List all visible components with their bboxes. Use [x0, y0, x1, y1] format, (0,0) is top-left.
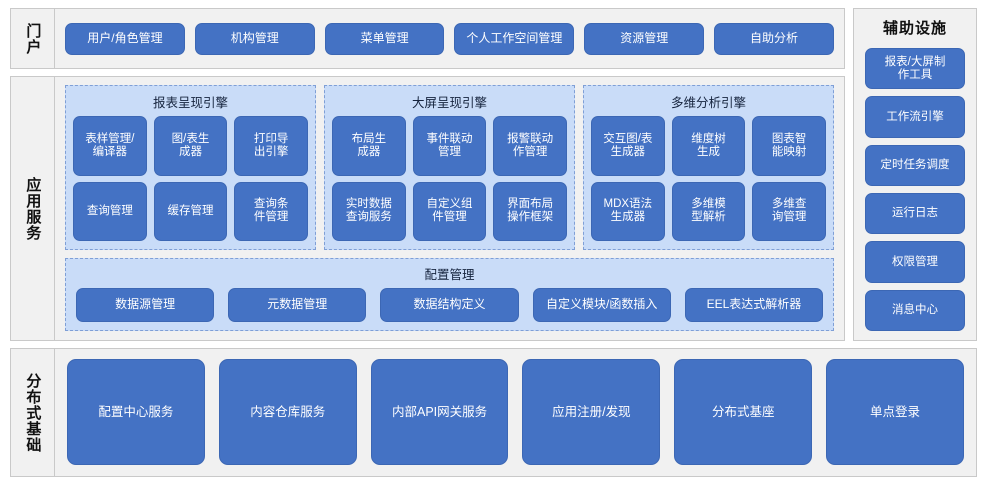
engine-item-layout-generator[interactable]: 布局生 成器 — [332, 116, 406, 176]
base-item-internal-api-gateway-service[interactable]: 内部API网关服务 — [370, 359, 509, 465]
portal-button-list: 用户/角色管理 机构管理 菜单管理 个人工作空间管理 资源管理 自助分析 — [55, 9, 844, 68]
engine-item-chart-table-generator[interactable]: 图/表生 成器 — [153, 116, 228, 176]
aux-item-scheduled-task-scheduler[interactable]: 定时任务调度 — [865, 144, 965, 186]
config-item-eel-expression-parser[interactable]: EEL表达式解析器 — [684, 288, 824, 322]
application-services-label-text: 应用服务 — [24, 176, 42, 241]
portal-section-label: 门户 — [11, 9, 55, 68]
engine-item-grid-report-rendering: 表样管理/ 编译器 图/表生 成器 打印导 出引擎 查询管理 缓存管理 查询条 … — [73, 116, 308, 241]
engine-item-chart-intelligent-mapping[interactable]: 图表智 能映射 — [752, 116, 826, 176]
configuration-management-panel: 配置管理 数据源管理 元数据管理 数据结构定义 自定义模块/函数插入 EEL表达… — [65, 258, 834, 331]
distributed-base-button-list: 配置中心服务 内容仓库服务 内部API网关服务 应用注册/发现 分布式基座 单点… — [55, 349, 976, 476]
distributed-base-section-label: 分布式基础 — [11, 349, 55, 476]
portal-item-user-role-management[interactable]: 用户/角色管理 — [65, 22, 185, 55]
engine-title-multidimensional-analysis: 多维分析引擎 — [670, 96, 746, 110]
base-item-distributed-foundation[interactable]: 分布式基座 — [674, 359, 813, 465]
engine-item-print-export-engine[interactable]: 打印导 出引擎 — [234, 116, 308, 176]
configuration-management-title: 配置管理 — [424, 268, 475, 282]
base-item-application-registry-discovery[interactable]: 应用注册/发现 — [522, 359, 661, 465]
engine-item-interactive-chart-table-generator[interactable]: 交互图/表 生成器 — [591, 116, 665, 176]
engine-item-grid-large-screen-rendering: 布局生 成器 事件联动 管理 报警联动 作管理 实时数据 查询服务 自定义组 件… — [332, 116, 567, 241]
aux-item-report-dashboard-authoring-tool[interactable]: 报表/大屏制 作工具 — [865, 48, 965, 90]
base-item-single-sign-on[interactable]: 单点登录 — [826, 359, 964, 465]
engine-item-alarm-linkage-action-management[interactable]: 报警联动 作管理 — [493, 116, 567, 176]
engine-title-report-rendering: 报表呈现引擎 — [152, 96, 228, 110]
aux-item-runtime-log[interactable]: 运行日志 — [865, 192, 965, 235]
engine-item-cache-management[interactable]: 缓存管理 — [153, 181, 228, 241]
config-item-metadata-management[interactable]: 元数据管理 — [228, 288, 367, 322]
aux-item-workflow-engine[interactable]: 工作流引擎 — [865, 96, 965, 138]
portal-item-organization-management[interactable]: 机构管理 — [194, 22, 315, 55]
engine-item-event-linkage-management[interactable]: 事件联动 管理 — [412, 116, 487, 176]
top-region: 门户 用户/角色管理 机构管理 菜单管理 个人工作空间管理 资源管理 自助分析 … — [10, 8, 977, 341]
aux-item-permission-management[interactable]: 权限管理 — [865, 241, 965, 283]
portal-item-menu-management[interactable]: 菜单管理 — [324, 22, 445, 55]
application-services-section-label: 应用服务 — [11, 77, 55, 340]
portal-item-personal-workspace-management[interactable]: 个人工作空间管理 — [454, 22, 575, 55]
aux-item-message-center[interactable]: 消息中心 — [865, 289, 965, 331]
portal-item-self-service-analysis[interactable]: 自助分析 — [714, 22, 834, 55]
main-column: 门户 用户/角色管理 机构管理 菜单管理 个人工作空间管理 资源管理 自助分析 … — [10, 8, 845, 341]
portal-item-resource-management[interactable]: 资源管理 — [584, 22, 705, 55]
auxiliary-facilities-section: 辅助设施 报表/大屏制 作工具 工作流引擎 定时任务调度 运行日志 权限管理 消… — [853, 8, 977, 341]
config-item-datasource-management[interactable]: 数据源管理 — [76, 288, 215, 322]
engine-item-grid-multidimensional-analysis: 交互图/表 生成器 维度树 生成 图表智 能映射 MDX语法 生成器 多维模 型… — [591, 116, 826, 241]
application-services-section: 应用服务 报表呈现引擎 表样管理/ 编译器 图/表生 成器 打印导 出引擎 查询… — [10, 76, 845, 341]
config-item-custom-module-function-insert[interactable]: 自定义模块/函数插入 — [532, 288, 671, 322]
config-item-data-structure-definition[interactable]: 数据结构定义 — [380, 288, 519, 322]
engine-item-dimension-tree-generation[interactable]: 维度树 生成 — [671, 116, 746, 176]
portal-section: 门户 用户/角色管理 机构管理 菜单管理 个人工作空间管理 资源管理 自助分析 — [10, 8, 845, 69]
auxiliary-facilities-title: 辅助设施 — [882, 20, 947, 37]
engine-item-multidimensional-model-parsing[interactable]: 多维模 型解析 — [671, 181, 746, 241]
engine-item-query-condition-management[interactable]: 查询条 件管理 — [234, 181, 308, 241]
engine-item-mdx-syntax-generator[interactable]: MDX语法 生成器 — [591, 181, 665, 241]
engine-item-table-template-compiler[interactable]: 表样管理/ 编译器 — [73, 116, 147, 176]
portal-label-text: 门户 — [24, 22, 42, 55]
configuration-management-button-list: 数据源管理 元数据管理 数据结构定义 自定义模块/函数插入 EEL表达式解析器 — [76, 288, 824, 322]
engine-item-multidimensional-query-management[interactable]: 多维查 询管理 — [752, 181, 826, 241]
application-services-body: 报表呈现引擎 表样管理/ 编译器 图/表生 成器 打印导 出引擎 查询管理 缓存… — [55, 77, 844, 340]
engine-panel-large-screen-rendering: 大屏呈现引擎 布局生 成器 事件联动 管理 报警联动 作管理 实时数据 查询服务… — [324, 85, 575, 250]
engine-panel-report-rendering: 报表呈现引擎 表样管理/ 编译器 图/表生 成器 打印导 出引擎 查询管理 缓存… — [65, 85, 316, 250]
base-item-content-repository-service[interactable]: 内容仓库服务 — [218, 359, 357, 465]
engine-item-custom-component-management[interactable]: 自定义组 件管理 — [412, 181, 487, 241]
distributed-base-section: 分布式基础 配置中心服务 内容仓库服务 内部API网关服务 应用注册/发现 分布… — [10, 348, 977, 477]
distributed-base-label-text: 分布式基础 — [24, 372, 42, 453]
engine-panel-list: 报表呈现引擎 表样管理/ 编译器 图/表生 成器 打印导 出引擎 查询管理 缓存… — [65, 85, 834, 250]
engine-item-realtime-data-query-service[interactable]: 实时数据 查询服务 — [332, 181, 406, 241]
engine-item-query-management[interactable]: 查询管理 — [73, 181, 147, 241]
engine-title-large-screen-rendering: 大屏呈现引擎 — [411, 96, 487, 110]
engine-item-ui-layout-operation-framework[interactable]: 界面布局 操作框架 — [493, 181, 567, 241]
engine-panel-multidimensional-analysis: 多维分析引擎 交互图/表 生成器 维度树 生成 图表智 能映射 MDX语法 生成… — [583, 85, 834, 250]
base-item-config-center-service[interactable]: 配置中心服务 — [67, 359, 205, 465]
